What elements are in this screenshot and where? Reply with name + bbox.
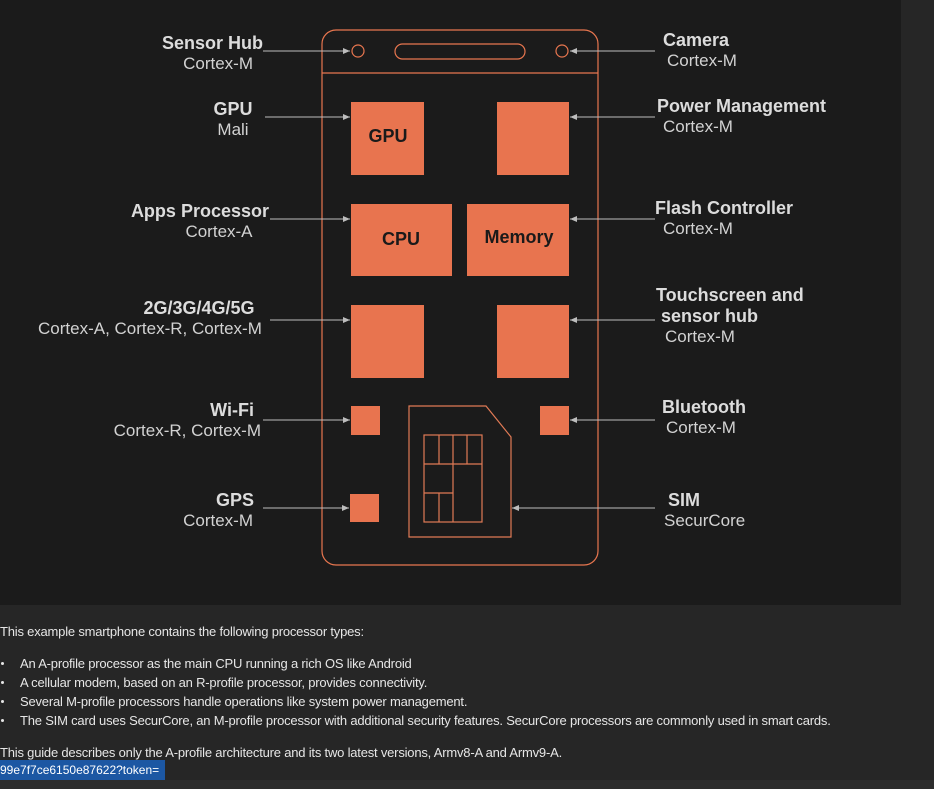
label-sim-title: SIM (668, 490, 700, 510)
speaker-slot (394, 43, 526, 60)
label-touchscreen-title-line2: sensor hub (661, 306, 758, 326)
label-gpu-title: GPU (213, 99, 252, 119)
label-flash-controller-sub: Cortex-M (663, 219, 733, 238)
label-gps-title: GPS (216, 490, 254, 510)
sensor-hub-circle (351, 44, 365, 58)
label-camera-title: Camera (663, 30, 730, 50)
list-item: A cellular modem, based on an R-profile … (0, 673, 831, 692)
smartphone-processor-diagram: GPU CPU Memory (0, 0, 901, 605)
label-gpu-sub: Mali (217, 120, 248, 139)
gpu-chip-label: GPU (368, 126, 407, 146)
phone-outline (321, 29, 599, 566)
intro-paragraph: This example smartphone contains the fol… (0, 624, 364, 639)
sim-card-contacts (423, 434, 483, 523)
bullet-dot (1, 719, 4, 722)
list-item-text: An A-profile processor as the main CPU r… (20, 656, 412, 671)
diagram-canvas: GPU CPU Memory (38, 29, 826, 566)
cpu-chip-label: CPU (382, 229, 420, 249)
list-item: The SIM card uses SecurCore, an M-profil… (0, 711, 831, 730)
label-power-management-sub: Cortex-M (663, 117, 733, 136)
list-item: Several M-profile processors handle oper… (0, 692, 831, 711)
label-apps-processor-title: Apps Processor (131, 201, 269, 221)
bullet-dot (1, 662, 4, 665)
label-modem-sub: Cortex-A, Cortex-R, Cortex-M (38, 319, 262, 338)
sim-card-outline (408, 405, 512, 538)
processor-types-list: An A-profile processor as the main CPU r… (0, 654, 831, 730)
bullet-dot (1, 700, 4, 703)
label-flash-controller-title: Flash Controller (655, 198, 793, 218)
wifi-chip (351, 406, 380, 435)
label-power-management-title: Power Management (657, 96, 826, 116)
bullet-dot (1, 681, 4, 684)
label-sensor-hub-sub: Cortex-M (183, 54, 253, 73)
list-item-text: Several M-profile processors handle oper… (20, 694, 468, 709)
status-url-bar: 99e7f7ce6150e87622?token= (0, 760, 166, 780)
memory-chip (467, 204, 569, 276)
bottom-strip (0, 780, 934, 789)
touchscreen-chip (497, 305, 569, 378)
gpu-chip (351, 102, 424, 175)
list-item-text: The SIM card uses SecurCore, an M-profil… (20, 713, 831, 728)
label-gps-sub: Cortex-M (183, 511, 253, 530)
label-sensor-hub-title: Sensor Hub (162, 33, 263, 53)
label-bluetooth-sub: Cortex-M (666, 418, 736, 437)
label-touchscreen-title-line1: Touchscreen and (656, 285, 804, 305)
power-management-chip (497, 102, 569, 175)
bluetooth-chip (540, 406, 569, 435)
label-wifi-sub: Cortex-R, Cortex-M (114, 421, 261, 440)
list-item-text: A cellular modem, based on an R-profile … (20, 675, 428, 690)
label-sim-sub: SecurCore (664, 511, 745, 530)
label-wifi-title: Wi-Fi (210, 400, 254, 420)
label-bluetooth-title: Bluetooth (662, 397, 746, 417)
modem-chip (351, 305, 424, 378)
closing-paragraph: This guide describes only the A-profile … (0, 745, 562, 760)
label-touchscreen-sub: Cortex-M (665, 327, 735, 346)
cpu-chip (351, 204, 452, 276)
label-camera-sub: Cortex-M (667, 51, 737, 70)
label-apps-processor-sub: Cortex-A (185, 222, 253, 241)
gps-chip (350, 494, 379, 522)
list-item: An A-profile processor as the main CPU r… (0, 654, 831, 673)
camera-circle (555, 44, 569, 58)
label-modem-title: 2G/3G/4G/5G (143, 298, 254, 318)
memory-chip-label: Memory (484, 227, 553, 247)
